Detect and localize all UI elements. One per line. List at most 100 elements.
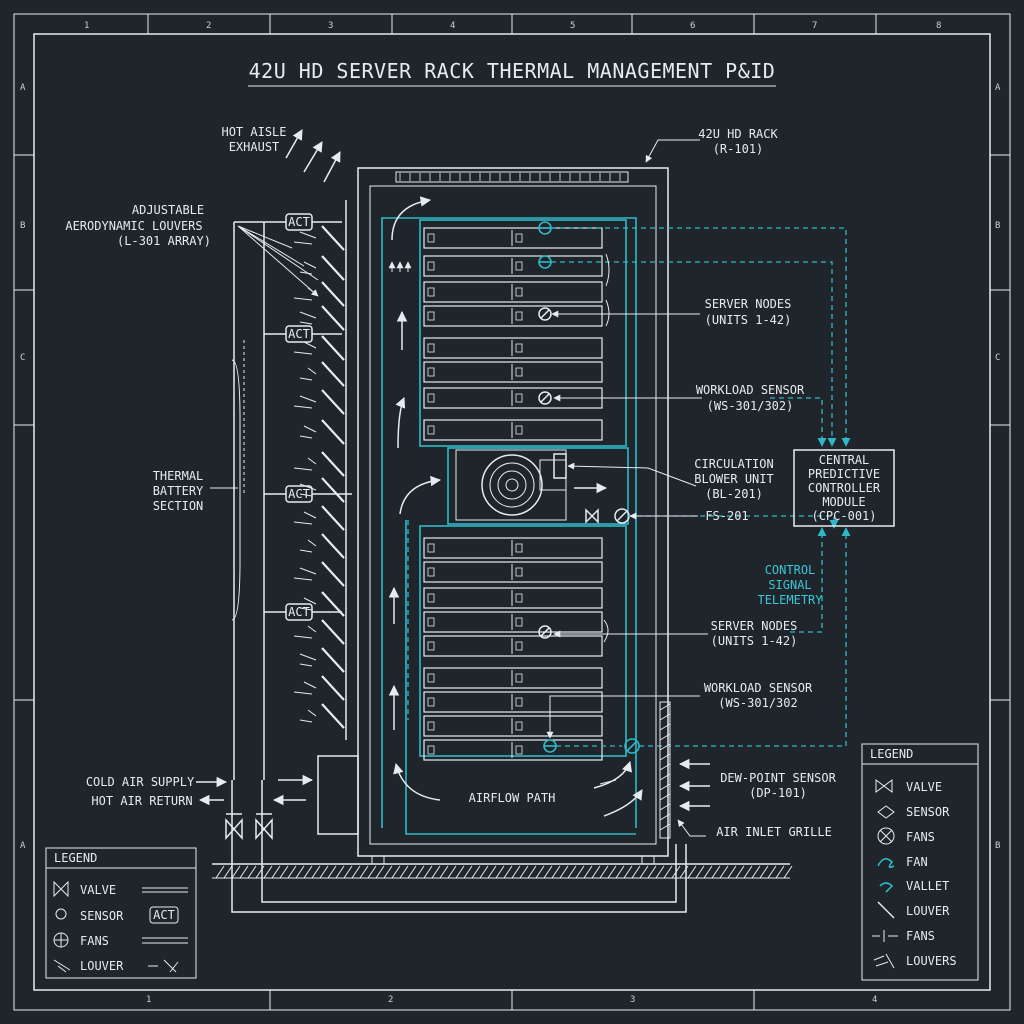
legend-item: FANS [80,934,109,948]
valve-icon [54,882,68,896]
louver-blade [294,282,344,306]
row-label: B [995,841,1000,851]
actuator-act-3: ACT [286,486,312,502]
row-label: A [20,841,26,851]
row-label: A [995,83,1001,93]
server-unit [424,306,602,326]
telemetry-label-3: TELEMETRY [757,593,823,607]
server-units-top [424,228,602,440]
louver-blade [300,704,344,728]
legend-title: LEGEND [54,851,97,865]
louver-blade [300,534,344,558]
louver-blade [294,676,344,700]
telemetry-label: CONTROL [765,563,816,577]
col-label: 7 [812,21,817,31]
controller-label-4: MODULE [822,495,865,509]
blower-label-2: BLOWER UNIT [694,472,773,486]
servers-bottom-label-2: (UNITS 1-42) [711,634,798,648]
col-label: 2 [388,995,393,1005]
louver-blade [300,420,344,444]
col-label: 5 [570,21,575,31]
legend-item: FAN [906,855,928,869]
louver-blade [294,452,344,476]
server-unit [424,740,602,760]
server-unit [424,538,602,558]
louver-icon [878,902,894,918]
dew-point-label: DEW-POINT SENSOR [720,771,836,785]
controller-label: CENTRAL [819,453,870,467]
louver-blade [294,390,344,414]
ws-bottom-label: WORKLOAD SENSOR [704,681,813,695]
hot-aisle-label: HOT AISLE [221,125,286,139]
server-unit [424,716,602,736]
legend-item: VALLET [906,879,949,893]
hot-aisle-label-2: EXHAUST [229,140,280,154]
server-unit [424,588,602,608]
fan-icon [878,859,894,868]
controller-label-5: (CPC-001) [811,509,876,523]
page-title: 42U HD SERVER RACK THERMAL MANAGEMENT P&… [249,59,776,83]
blower-label: CIRCULATION [694,457,773,471]
col-label: 4 [872,995,877,1005]
blower-unit [456,450,566,520]
valve-icon [876,780,892,792]
svg-text:ACT: ACT [288,605,310,619]
airflow-arrows [196,130,710,816]
legend-right: LEGEND VALVE SENSOR FANS FAN VALLET LOUV… [862,744,978,980]
legend-item: LOUVER [80,959,124,973]
louver-blade [294,506,344,530]
louvers-label-3: (L-301 ARRAY) [117,234,211,248]
legend-item: SENSOR [906,805,950,819]
vallet-icon [880,883,892,892]
col-label: 6 [690,21,695,31]
col-label: 3 [630,995,635,1005]
legend-title: LEGEND [870,747,913,761]
actuator-act-4: ACT [286,604,312,620]
grille-label: AIR INLET GRILLE [716,825,832,839]
server-unit [424,338,602,358]
legend-item: FANS [906,830,935,844]
hot-air-label: HOT AIR RETURN [91,794,192,808]
row-label: B [20,221,25,231]
louver-icon [54,960,70,972]
leader-lines [210,140,708,836]
louver-blade [300,256,344,280]
legend-left: LEGEND VALVE SENSOR FANS LOUVER ACT [46,848,196,978]
legend-item: SENSOR [80,909,124,923]
legend-item: VALVE [906,780,942,794]
col-label: 1 [84,21,89,31]
ground-line [212,864,792,878]
louvers-label: ADJUSTABLE [132,203,204,217]
airflow-path-label: AIRFLOW PATH [469,791,556,805]
blower-label-3: (BL-201) [705,487,763,501]
server-unit [424,668,602,688]
controller-label-2: PREDICTIVE [808,467,880,481]
legend-item: LOUVERS [906,954,957,968]
dew-point-label-2: (DP-101) [749,786,807,800]
actuator-act-2: ACT [286,326,312,342]
louvers-icon [874,954,894,968]
legend-item: FANS [906,929,935,943]
ws-top-label: WORKLOAD SENSOR [696,383,805,397]
server-unit [424,562,602,582]
server-unit [424,612,602,632]
col-label: 3 [328,21,333,31]
louvers-label-2: AERODYNAMIC LOUVERS [65,219,202,233]
svg-text:ACT: ACT [288,215,310,229]
louver-blade [294,620,344,644]
col-label: 4 [450,21,455,31]
thermal-battery-label: THERMAL [153,469,204,483]
server-unit [424,692,602,712]
row-label: C [20,353,25,363]
controller-label-3: CONTROLLER [808,481,881,495]
col-label: 2 [206,21,211,31]
rack-label: 42U HD RACK [698,127,778,141]
svg-text:ACT: ACT [288,327,310,341]
server-unit [424,636,602,656]
svg-text:ACT: ACT [153,908,175,922]
sensor-icon [56,909,66,919]
telemetry-label-2: SIGNAL [768,578,811,592]
legend-item: VALVE [80,883,116,897]
server-unit [424,420,602,440]
